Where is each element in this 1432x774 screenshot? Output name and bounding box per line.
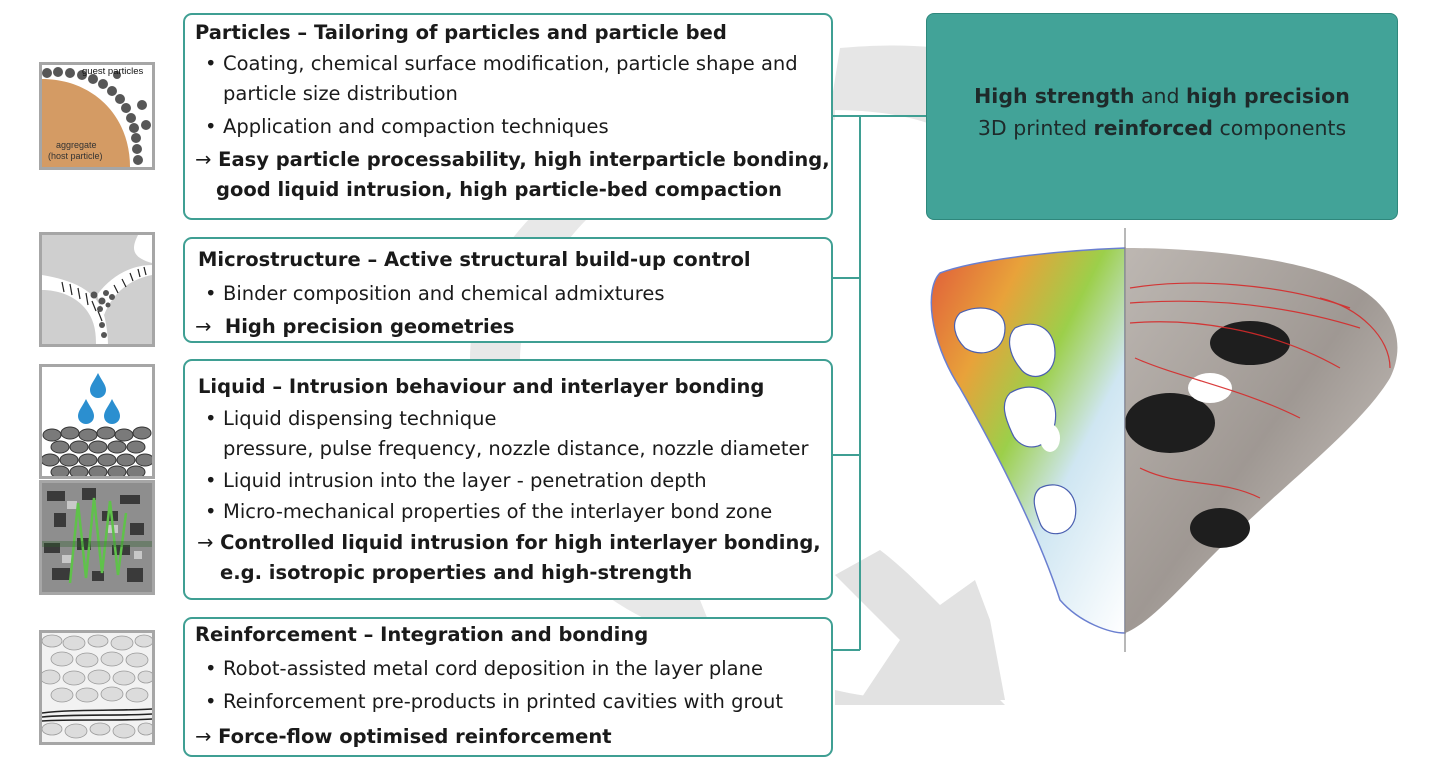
thumbnail-interlayer-micrograph [39, 480, 155, 595]
arrow-glyph: → [195, 725, 212, 748]
bullet-text: Reinforcement pre-products in printed ca… [223, 690, 783, 713]
arrow-glyph: → [195, 148, 212, 171]
bullet-item: • Application and compaction techniques [205, 115, 609, 138]
bullet-item: • Binder composition and chemical admixtu… [205, 282, 665, 305]
goal-reinforced: reinforced [1093, 116, 1213, 140]
thumbnail-guest-host-particles: guest particles aggregate (host particle… [39, 62, 155, 170]
bullet-glyph: • [205, 115, 217, 138]
component-holes [1125, 321, 1290, 548]
bullet-continuation: pressure, pulse frequency, nozzle distan… [223, 437, 809, 460]
bullet-item: • Micro-mechanical properties of the inte… [205, 500, 772, 523]
particle-illustration: guest particles aggregate (host particle… [42, 65, 152, 167]
bullet-item: • Coating, chemical surface modification,… [205, 52, 798, 75]
result-line: → High precision geometries [195, 315, 515, 338]
bullet-text: Liquid intrusion into the layer - penetr… [223, 469, 707, 492]
label-host-particle: (host particle) [48, 151, 103, 161]
section-title: Microstructure – Active structural build… [198, 248, 751, 271]
bullet-text: Coating, chemical surface modification, … [223, 52, 798, 75]
section-title: Liquid – Intrusion behaviour and interla… [198, 375, 765, 398]
section-liquid: Liquid – Intrusion behaviour and interla… [183, 359, 833, 600]
binder-particles [90, 290, 115, 338]
particle-bed [42, 426, 152, 476]
bullet-glyph: • [205, 282, 217, 305]
droplet-illustration [42, 367, 152, 476]
printed-component-render [930, 228, 1398, 652]
bullet-continuation: particle size distribution [223, 82, 458, 105]
result-continuation: good liquid intrusion, high particle-bed… [216, 178, 782, 201]
section-reinforcement: Reinforcement – Integration and bonding … [183, 617, 833, 757]
section-title: Reinforcement – Integration and bonding [195, 623, 649, 646]
result-line: → Controlled liquid intrusion for high i… [197, 531, 821, 554]
metal-cords [42, 708, 152, 722]
interlayer-bond-line [68, 497, 128, 584]
binder-streaks [61, 266, 147, 322]
result-text: Force-flow optimised reinforcement [218, 725, 612, 748]
bullet-item: • Robot-assisted metal cord deposition in… [205, 657, 763, 680]
goal-strength: High strength [974, 84, 1135, 108]
result-line: → Easy particle processability, high int… [195, 148, 830, 171]
result-text: Easy particle processability, high inter… [218, 148, 830, 171]
arrow-glyph: → [195, 315, 212, 338]
goal-components: components [1212, 116, 1347, 140]
bullet-text: Robot-assisted metal cord deposition in … [223, 657, 763, 680]
force-flow-lines [1129, 282, 1391, 499]
bullet-text: Binder composition and chemical admixtur… [223, 282, 665, 305]
thumbnail-reinforcement-cords [39, 630, 155, 745]
thumbnail-liquid-droplets [39, 364, 155, 479]
result-continuation: e.g. isotropic properties and high-stren… [220, 561, 692, 584]
label-guest-particles: guest particles [82, 66, 144, 77]
result-text: High precision geometries [224, 315, 515, 338]
result-text: good liquid intrusion, high particle-bed… [216, 178, 782, 201]
goal-3d-printed: 3D printed [977, 116, 1094, 140]
bullet-glyph: • [205, 500, 217, 523]
bullet-text: pressure, pulse frequency, nozzle distan… [223, 437, 809, 460]
result-text: Controlled liquid intrusion for high int… [220, 531, 821, 554]
aggregate-grains [42, 634, 152, 739]
guest-particles [42, 67, 151, 165]
goal-line-1: High strength and high precision [927, 84, 1397, 108]
bullet-item: • Liquid intrusion into the layer - penet… [205, 469, 707, 492]
result-line: → Force-flow optimised reinforcement [195, 725, 612, 748]
thumbnail-microstructure [39, 232, 155, 347]
arrow-glyph: → [197, 531, 214, 554]
bullet-item: • Liquid dispensing technique [205, 407, 496, 430]
section-title: Particles – Tailoring of particles and p… [195, 21, 727, 44]
label-aggregate: aggregate [56, 140, 97, 150]
droplet-icons [78, 373, 120, 424]
bullet-glyph: • [205, 690, 217, 713]
bullet-text: Liquid dispensing technique [223, 407, 497, 430]
goal-and: and [1134, 84, 1187, 108]
bullet-text: Micro-mechanical properties of the inter… [223, 500, 773, 523]
goal-line-2: 3D printed reinforced components [927, 116, 1397, 140]
bullet-glyph: • [205, 407, 217, 430]
bullet-text: Application and compaction techniques [223, 115, 609, 138]
connector-lines [833, 115, 926, 651]
section-microstructure: Microstructure – Active structural build… [183, 237, 833, 343]
section-particles: Particles – Tailoring of particles and p… [183, 13, 833, 220]
goal-precision: high precision [1186, 84, 1350, 108]
bullet-glyph: • [205, 52, 217, 75]
bullet-glyph: • [205, 657, 217, 680]
bullet-item: • Reinforcement pre-products in printed c… [205, 690, 783, 713]
micrograph-illustration [42, 483, 152, 592]
microstructure-illustration [42, 235, 152, 344]
bullet-text: particle size distribution [223, 82, 458, 105]
reinforcement-illustration [42, 633, 152, 742]
goal-box: High strength and high precision 3D prin… [926, 13, 1398, 220]
result-text: e.g. isotropic properties and high-stren… [220, 561, 693, 584]
bullet-glyph: • [205, 469, 217, 492]
